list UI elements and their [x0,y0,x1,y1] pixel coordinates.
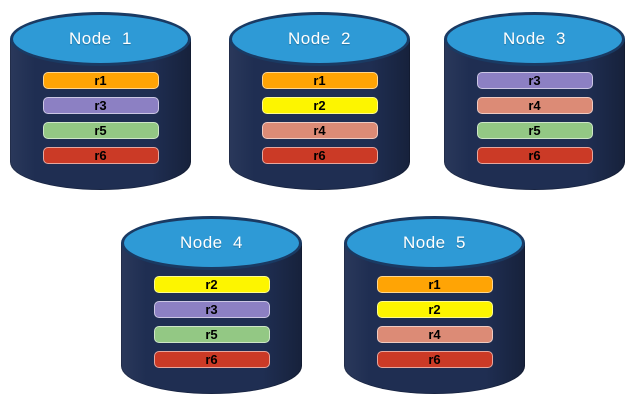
replica-list: r1 r2 r4 r6 [344,276,525,368]
database-node: r1 r3 r5 r6 Node 1 [10,12,191,190]
replica-bar: r2 [376,301,493,318]
replica-bar: r5 [153,326,270,343]
replica-bar: r2 [261,97,378,114]
replica-bar: r6 [261,147,378,164]
replica-list: r1 r2 r4 r6 [229,72,410,164]
replica-list: r1 r3 r5 r6 [10,72,191,164]
replica-bar: r6 [42,147,159,164]
database-node: r1 r2 r4 r6 Node 5 [344,216,525,394]
node-label: Node 3 [502,29,567,48]
replica-bar: r5 [42,122,159,139]
replica-bar: r1 [42,72,159,89]
database-node: r1 r2 r4 r6 Node 2 [229,12,410,190]
database-cylinder-top: Node 1 [10,12,191,66]
replica-bar: r4 [376,326,493,343]
node-label: Node 5 [402,233,467,252]
node-label: Node 4 [179,233,244,252]
database-cylinder-body [121,243,302,394]
replica-bar: r6 [153,351,270,368]
database-cylinder-top: Node 2 [229,12,410,66]
replica-bar: r3 [42,97,159,114]
database-cylinder-top: Node 5 [344,216,525,270]
replica-list: r3 r4 r5 r6 [444,72,625,164]
replica-bar: r6 [476,147,593,164]
replica-bar: r1 [376,276,493,293]
replica-bar: r2 [153,276,270,293]
replica-bar: r1 [261,72,378,89]
database-cylinder-top: Node 4 [121,216,302,270]
replica-bar: r4 [261,122,378,139]
database-node: r2 r3 r5 r6 Node 4 [121,216,302,394]
replica-list: r2 r3 r5 r6 [121,276,302,368]
replica-bar: r3 [153,301,270,318]
node-label: Node 1 [68,29,133,48]
replica-bar: r4 [476,97,593,114]
database-node: r3 r4 r5 r6 Node 3 [444,12,625,190]
database-cylinder-top: Node 3 [444,12,625,66]
node-label: Node 2 [287,29,352,48]
replica-bar: r5 [476,122,593,139]
replica-bar: r6 [376,351,493,368]
replica-bar: r3 [476,72,593,89]
database-cylinder-body [344,243,525,394]
